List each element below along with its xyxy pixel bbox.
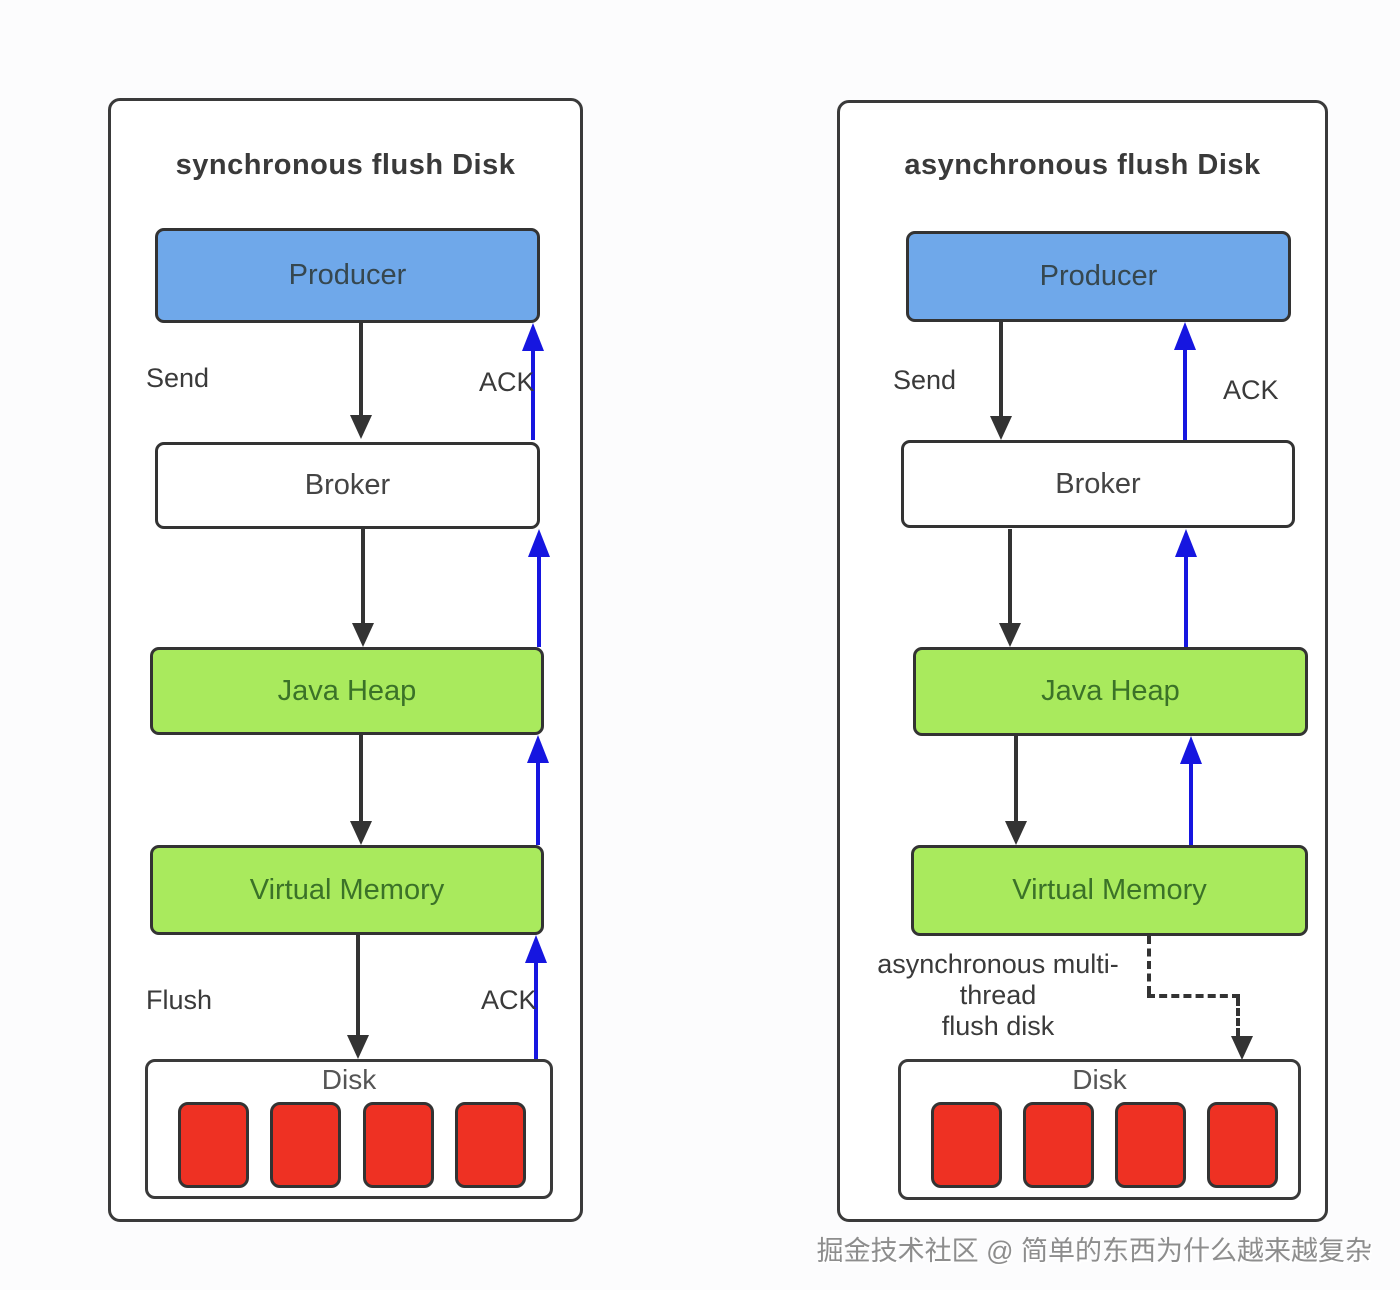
broker-label: Broker: [1055, 467, 1141, 500]
asynchronous-flush-panel: asynchronous flush Disk Producer Send AC…: [837, 100, 1328, 1222]
disk-node: Disk: [898, 1059, 1301, 1200]
ack-arrow: [536, 763, 540, 845]
disk-block-row: [931, 1102, 1278, 1188]
disk-block: [931, 1102, 1002, 1188]
producer-label: Producer: [1039, 260, 1158, 292]
ack-arrow: [1189, 764, 1193, 845]
panel-title: asynchronous flush Disk: [904, 149, 1261, 181]
disk-label: Disk: [1072, 1064, 1127, 1095]
async-flush-dashed-segment: [1147, 936, 1151, 994]
flush-label: Flush: [146, 985, 213, 1015]
java-heap-label: Java Heap: [1041, 675, 1180, 707]
panel-title: synchronous flush Disk: [175, 149, 516, 181]
send-label: Send: [146, 363, 210, 393]
disk-block-row: [178, 1102, 526, 1188]
async-note-line: asynchronous multi-: [877, 949, 1119, 979]
ack-arrow: [537, 557, 541, 647]
virtual-memory-label: Virtual Memory: [1012, 874, 1207, 906]
disk-block: [454, 1102, 526, 1188]
send-label: Send: [893, 365, 957, 395]
ack-arrow: [1183, 350, 1187, 440]
java-heap-node: Java Heap: [913, 647, 1308, 736]
write-arrow: [359, 735, 363, 821]
disk-block: [178, 1102, 249, 1188]
ack-arrow: [531, 351, 535, 440]
disk-block: [1115, 1102, 1186, 1188]
send-arrow: [999, 322, 1003, 416]
ack-label: ACK: [1223, 375, 1279, 405]
async-note-line: flush disk: [941, 1011, 1055, 1041]
producer-node: Producer: [906, 231, 1291, 322]
broker-node: Broker: [901, 440, 1295, 528]
flush-arrow: [356, 935, 360, 1035]
write-arrow: [1014, 736, 1018, 821]
async-note: asynchronous multi- thread flush disk: [848, 949, 1148, 1042]
synchronous-flush-panel: synchronous flush Disk Producer Send ACK…: [108, 98, 583, 1222]
send-arrow: [359, 323, 363, 415]
disk-block: [362, 1102, 434, 1188]
disk-label: Disk: [321, 1064, 377, 1095]
producer-node: Producer: [155, 228, 540, 323]
virtual-memory-node: Virtual Memory: [911, 845, 1308, 936]
java-heap-node: Java Heap: [150, 647, 544, 735]
disk-block: [1207, 1102, 1278, 1188]
ack-arrow: [534, 963, 538, 1059]
ack-label: ACK: [481, 985, 537, 1015]
ack-arrow: [1184, 557, 1188, 647]
store-arrow: [361, 529, 365, 623]
async-flush-dashed-segment: [1147, 994, 1240, 998]
disk-node: Disk: [145, 1059, 553, 1199]
broker-node: Broker: [155, 442, 540, 529]
disk-block: [270, 1102, 342, 1188]
async-flush-dashed-arrow: [1231, 998, 1253, 1060]
store-arrow: [1008, 529, 1012, 623]
producer-label: Producer: [288, 259, 407, 291]
java-heap-label: Java Heap: [277, 674, 417, 707]
async-note-line: thread: [959, 980, 1037, 1010]
watermark-text: 掘金技术社区 @ 简单的东西为什么越来越复杂: [816, 1236, 1372, 1266]
ack-label: ACK: [479, 367, 535, 397]
disk-block: [1023, 1102, 1094, 1188]
broker-label: Broker: [304, 469, 391, 501]
virtual-memory-label: Virtual Memory: [249, 873, 445, 906]
virtual-memory-node: Virtual Memory: [150, 845, 544, 935]
